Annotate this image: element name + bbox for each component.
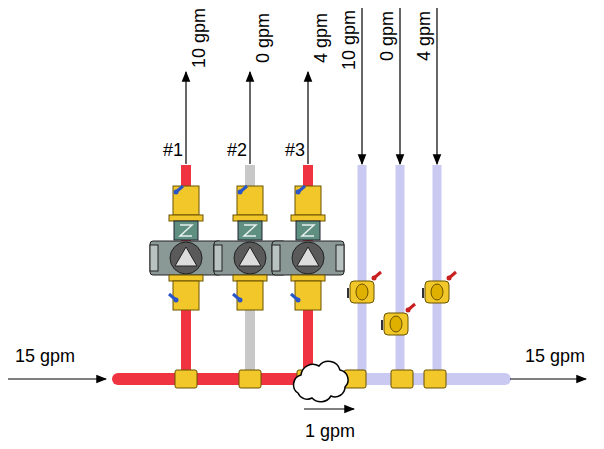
check-valve — [174, 221, 198, 240]
pump-assembly — [272, 186, 344, 310]
pump-end — [214, 245, 222, 271]
valve-stem — [174, 298, 179, 303]
balancing-valve — [423, 272, 456, 303]
valve-stem — [238, 190, 243, 195]
pump-end — [336, 245, 344, 271]
branch-number: #3 — [285, 141, 305, 159]
valve-stem — [238, 298, 243, 303]
pipe-tee — [424, 370, 446, 388]
valve-bonnet — [390, 316, 402, 332]
flow-arrow — [399, 8, 400, 164]
flow-arrow — [361, 8, 362, 164]
pipe-tee — [391, 370, 413, 388]
isolation-valve — [173, 186, 199, 215]
pump-assembly — [214, 186, 286, 310]
return-branch-pipe — [358, 165, 367, 379]
balancing-valve — [348, 272, 381, 303]
flow-arrow — [249, 72, 250, 164]
flow-rate-label: 0 gpm — [378, 11, 396, 61]
pump-triangle — [297, 247, 319, 266]
flow-rate-label: 0 gpm — [254, 13, 272, 63]
pump-end — [150, 245, 158, 271]
outflow-arrow — [510, 378, 586, 379]
isolation-valve — [237, 281, 263, 310]
pump-volute — [292, 242, 324, 274]
valve-bonnet — [431, 284, 443, 300]
pump-volute — [234, 242, 266, 274]
check-valve — [296, 221, 320, 240]
balancing-valve — [382, 304, 415, 335]
branch-number: #2 — [227, 141, 247, 159]
flow-rate-label: 4 gpm — [312, 13, 330, 63]
pump-flange — [169, 215, 203, 221]
valve-body — [384, 313, 408, 335]
flow-rate-label: 15 gpm — [525, 347, 585, 365]
valve-stem — [174, 190, 179, 195]
valve-bonnet — [356, 284, 368, 300]
pipe-tee — [175, 370, 197, 388]
valve-body — [425, 281, 449, 303]
check-valve-mark — [302, 225, 314, 236]
pump-triangle — [175, 247, 197, 266]
valve-stem — [406, 308, 411, 313]
isolation-valve — [295, 281, 321, 310]
pump-flange — [169, 275, 203, 281]
flow-arrow — [436, 8, 437, 164]
pump-body — [150, 241, 222, 275]
check-valve-mark — [180, 225, 192, 236]
valve-lever — [347, 288, 349, 298]
return-branch-pipe — [396, 165, 405, 379]
flow-rate-label: 10 gpm — [190, 8, 208, 68]
pump-flange — [291, 275, 325, 281]
pump-body — [214, 241, 286, 275]
flow-arrow — [307, 72, 308, 164]
flow-rate-label: 4 gpm — [415, 11, 433, 61]
pump-end — [272, 245, 280, 271]
flow-rate-label: 1 gpm — [305, 422, 355, 440]
pump-volute — [170, 242, 202, 274]
valve-stem — [447, 276, 452, 281]
valve-stem — [296, 298, 301, 303]
valve-lever — [381, 320, 383, 330]
bypass-arrow — [304, 408, 354, 409]
isolation-valve — [237, 186, 263, 215]
valve-lever — [422, 288, 424, 298]
pump-triangle — [239, 247, 261, 266]
pump-body — [272, 241, 344, 275]
pump-end — [214, 245, 222, 271]
isolation-valve — [173, 281, 199, 310]
check-valve — [238, 221, 262, 240]
flow-rate-label: 15 gpm — [15, 347, 75, 365]
branch-number: #1 — [163, 141, 183, 159]
flow-arrow — [185, 72, 186, 164]
pump-flange — [233, 215, 267, 221]
pump-flange — [233, 275, 267, 281]
valve-stem — [372, 276, 377, 281]
valve-stem — [296, 190, 301, 195]
valve-body — [350, 281, 374, 303]
isolation-valve — [295, 186, 321, 215]
check-valve-mark — [244, 225, 256, 236]
pipe-tee — [239, 370, 261, 388]
pump-assembly — [150, 186, 222, 310]
pump-flange — [291, 215, 325, 221]
return-branch-pipe — [433, 165, 442, 379]
leak-cloud — [294, 361, 349, 401]
flow-rate-label: 10 gpm — [340, 10, 358, 70]
inflow-arrow — [8, 378, 106, 379]
